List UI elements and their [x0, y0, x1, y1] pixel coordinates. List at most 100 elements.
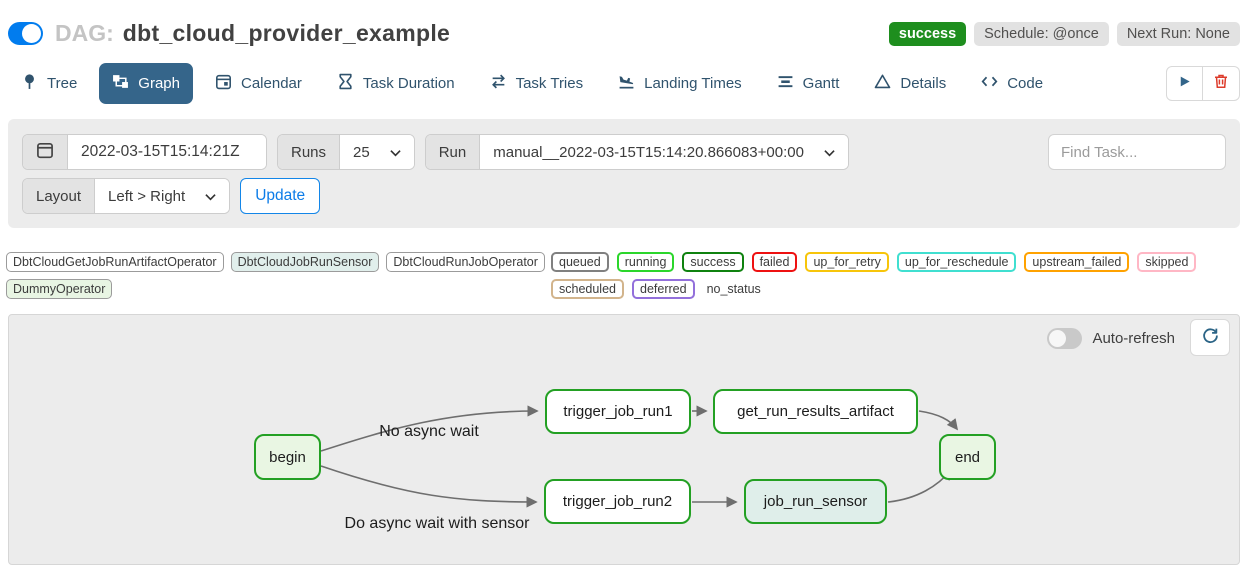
retry-arrows-icon [490, 73, 507, 94]
delete-dag-button[interactable] [1203, 66, 1240, 101]
chevron-down-icon [390, 144, 401, 161]
status-badge[interactable]: up_for_retry [805, 252, 889, 272]
tab-label: Calendar [241, 75, 302, 92]
operator-badge: DummyOperator [6, 279, 113, 299]
plane-landing-icon [618, 73, 635, 94]
tab-task-tries[interactable]: Task Tries [477, 63, 597, 104]
triangle-icon [874, 73, 891, 94]
tab-label: Landing Times [644, 75, 742, 92]
operator-badge: DbtCloudJobRunSensor [230, 252, 380, 272]
dag-header: DAG: dbt_cloud_provider_example success … [0, 0, 1248, 53]
gantt-bars-icon [777, 73, 794, 94]
next-run-badge: Next Run: None [1116, 21, 1240, 46]
run-group: Run manual__2022-03-15T15:14:20.866083+0… [424, 134, 849, 170]
task-node-get-run-results-artifact[interactable]: get_run_results_artifact [713, 389, 918, 434]
dag-prefix-label: DAG: [55, 20, 114, 46]
task-node-label: begin [269, 448, 306, 466]
task-node-label: trigger_job_run2 [562, 493, 673, 510]
run-select[interactable]: manual__2022-03-15T15:14:20.866083+00:00 [480, 135, 848, 169]
tab-graph[interactable]: Graph [99, 63, 193, 104]
dag-graph-panel: begin trigger_job_run1 get_run_results_a… [8, 314, 1240, 565]
tab-label: Task Tries [515, 75, 584, 92]
no-status-label: no_status [706, 282, 761, 296]
chevron-down-icon [205, 188, 216, 205]
dag-action-buttons [1166, 66, 1240, 101]
legend: DbtCloudGetJobRunArtifactOperator DbtClo… [6, 252, 1242, 299]
toggle-knob [1049, 330, 1067, 347]
code-icon [981, 73, 998, 94]
filter-panel: Runs 25 Run manual__2022-03-15T15:14:20.… [8, 119, 1240, 228]
tab-landing-times[interactable]: Landing Times [605, 63, 755, 104]
tab-label: Tree [47, 75, 78, 92]
runs-selected-value: 25 [353, 143, 370, 161]
status-legend: queued running success failed up_for_ret… [551, 252, 1242, 299]
layout-selected-value: Left > Right [108, 187, 186, 205]
dag-pause-toggle[interactable] [8, 22, 43, 45]
tab-calendar[interactable]: Calendar [202, 63, 315, 104]
edge-label-do-async-wait: Do async wait with sensor [344, 515, 530, 532]
tab-label: Code [1007, 75, 1044, 92]
auto-refresh-control: Auto-refresh [1047, 328, 1175, 349]
header-badges: success Schedule: @once Next Run: None [888, 21, 1240, 46]
hourglass-icon [337, 73, 354, 94]
trigger-dag-button[interactable] [1166, 66, 1203, 101]
task-node-begin[interactable]: begin [254, 434, 321, 480]
task-node-label: end [954, 448, 981, 466]
status-badge[interactable]: running [616, 252, 675, 272]
operator-legend: DbtCloudGetJobRunArtifactOperator DbtClo… [6, 252, 551, 299]
calendar-icon [36, 141, 54, 163]
view-tabbar: Tree Graph Calendar Task Duration Task T… [0, 63, 1248, 104]
tree-icon [21, 73, 38, 94]
tab-label: Task Duration [362, 75, 455, 92]
play-icon [1177, 74, 1192, 94]
tab-tree[interactable]: Tree [8, 63, 90, 104]
execution-date-group [22, 134, 267, 170]
layout-select[interactable]: Left > Right [95, 179, 230, 213]
status-badge[interactable]: deferred [632, 279, 695, 299]
runs-group: Runs 25 [277, 134, 415, 170]
task-node-label: trigger_job_run1 [563, 403, 673, 420]
refresh-icon [1202, 327, 1219, 349]
dag-edges [320, 405, 959, 508]
tab-label: Details [900, 75, 947, 92]
tab-gantt[interactable]: Gantt [764, 63, 853, 104]
status-badge[interactable]: scheduled [551, 279, 624, 299]
operator-badge: DbtCloudRunJobOperator [386, 252, 545, 272]
task-node-label: job_run_sensor [763, 493, 868, 510]
tab-code[interactable]: Code [968, 63, 1056, 104]
update-button[interactable]: Update [240, 178, 321, 214]
status-badge[interactable]: success [682, 252, 744, 272]
runs-addon-label: Runs [278, 135, 341, 169]
chevron-down-icon [824, 144, 835, 161]
page-title: dbt_cloud_provider_example [122, 20, 451, 46]
filter-row-1: Runs 25 Run manual__2022-03-15T15:14:20.… [22, 134, 1226, 170]
calendar-icon [215, 73, 232, 94]
run-addon-label: Run [425, 135, 481, 169]
execution-date-input[interactable] [68, 135, 266, 169]
calendar-addon [23, 135, 68, 169]
task-node-job-run-sensor[interactable]: job_run_sensor [744, 479, 887, 524]
refresh-button[interactable] [1190, 319, 1230, 356]
tab-label: Graph [138, 75, 180, 92]
schedule-badge: Schedule: @once [974, 21, 1109, 46]
graph-icon [112, 73, 129, 94]
task-node-end[interactable]: end [939, 434, 996, 480]
find-task-input[interactable] [1048, 134, 1226, 170]
tab-task-duration[interactable]: Task Duration [324, 63, 468, 104]
task-node-label: get_run_results_artifact [737, 403, 894, 420]
layout-group: Layout Left > Right [22, 178, 231, 214]
status-badge[interactable]: up_for_reschedule [896, 252, 1017, 272]
tab-details[interactable]: Details [861, 63, 959, 104]
status-badge[interactable]: failed [751, 252, 798, 272]
filter-row-2: Layout Left > Right Update [22, 178, 1226, 214]
status-badge[interactable]: queued [551, 252, 609, 272]
operator-badge: DbtCloudGetJobRunArtifactOperator [6, 252, 224, 272]
layout-addon-label: Layout [23, 179, 96, 213]
task-node-trigger-job-run1[interactable]: trigger_job_run1 [545, 389, 691, 434]
toggle-knob [22, 24, 41, 43]
auto-refresh-toggle[interactable] [1047, 328, 1083, 349]
status-badge[interactable]: skipped [1137, 252, 1197, 272]
task-node-trigger-job-run2[interactable]: trigger_job_run2 [544, 479, 691, 524]
runs-select[interactable]: 25 [340, 135, 414, 169]
status-badge[interactable]: upstream_failed [1024, 252, 1130, 272]
